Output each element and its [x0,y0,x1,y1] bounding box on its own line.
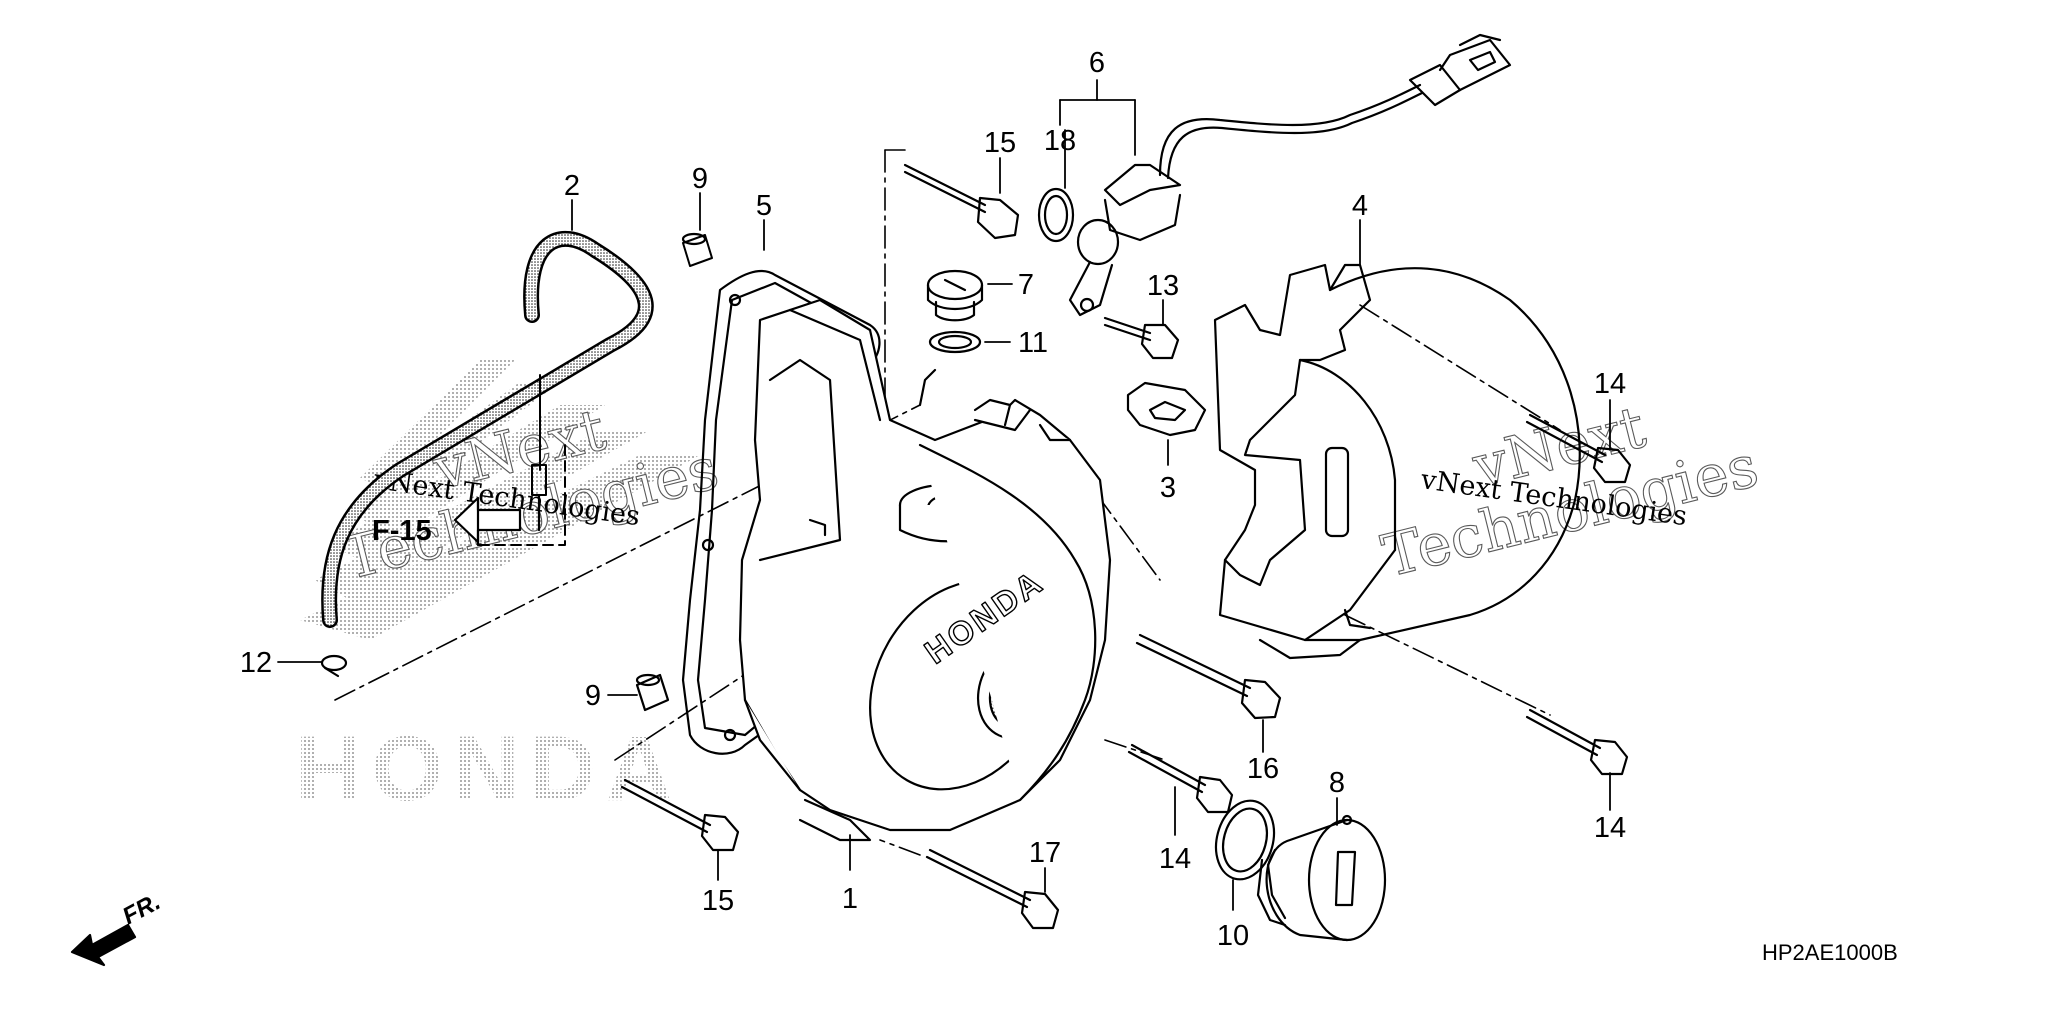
timing-hole-cap [1256,814,1387,942]
breather-hose [321,230,654,628]
o-ring-18 [1037,187,1075,243]
callout-15-top: 15 [984,127,1016,159]
drawing-code: HP2AE1000B [1762,940,1898,965]
o-ring-11 [928,330,982,354]
callout-11: 11 [1018,327,1048,359]
front-direction-arrow [70,923,137,967]
bolt-15-top [903,163,1020,240]
callout-14-top-right: 14 [1594,368,1626,400]
bolt-13 [1103,316,1180,360]
callout-13: 13 [1147,270,1179,302]
callout-5: 5 [756,190,772,222]
hose-clip [320,654,348,678]
outer-generator-cover [1213,263,1581,660]
bolt-17 [925,848,1060,930]
bolt-16 [1135,633,1282,720]
bolt-14-bottom-right [1525,708,1629,776]
callout-15-bottom: 15 [702,885,734,917]
bolt-15-bottom [620,778,740,852]
neutral-switch [1068,33,1512,317]
callout-6: 6 [1089,47,1105,79]
callout-7: 7 [1018,269,1034,301]
front-direction-label: FR. [118,888,165,930]
leader-lines [277,79,1611,911]
callout-14-middle: 14 [1159,843,1191,875]
wire-grommet [1126,381,1207,437]
bolt-14-middle [1127,743,1234,814]
callout-2: 2 [564,170,580,202]
callout-9-top: 9 [692,163,708,195]
honda-watermark-text: HONDA [295,718,682,820]
callout-9-bottom: 9 [585,680,601,712]
o-ring-10 [1214,799,1276,881]
callout-17: 17 [1029,837,1061,869]
callout-3: 3 [1160,472,1176,504]
callout-4: 4 [1352,190,1368,222]
callout-18: 18 [1044,125,1076,157]
dowel-pin-top [681,232,713,267]
callout-12: 12 [240,647,272,679]
callout-10: 10 [1217,920,1249,952]
oil-filler-cap [926,269,984,322]
callout-numbers: 1 2 3 4 5 6 7 8 9 9 10 11 12 13 14 14 14… [240,47,1626,952]
callout-1: 1 [842,883,858,915]
left-crankcase-cover: HONDA [738,298,1112,842]
dowel-pin-bottom [635,673,670,712]
callout-16: 16 [1247,753,1279,785]
callout-8: 8 [1329,767,1345,799]
callout-14-bottom-right: 14 [1594,812,1626,844]
f15-reference-arrow [453,496,522,547]
bolt-14-top-right [1525,413,1632,484]
reference-label-f15: F-15 [372,515,432,547]
